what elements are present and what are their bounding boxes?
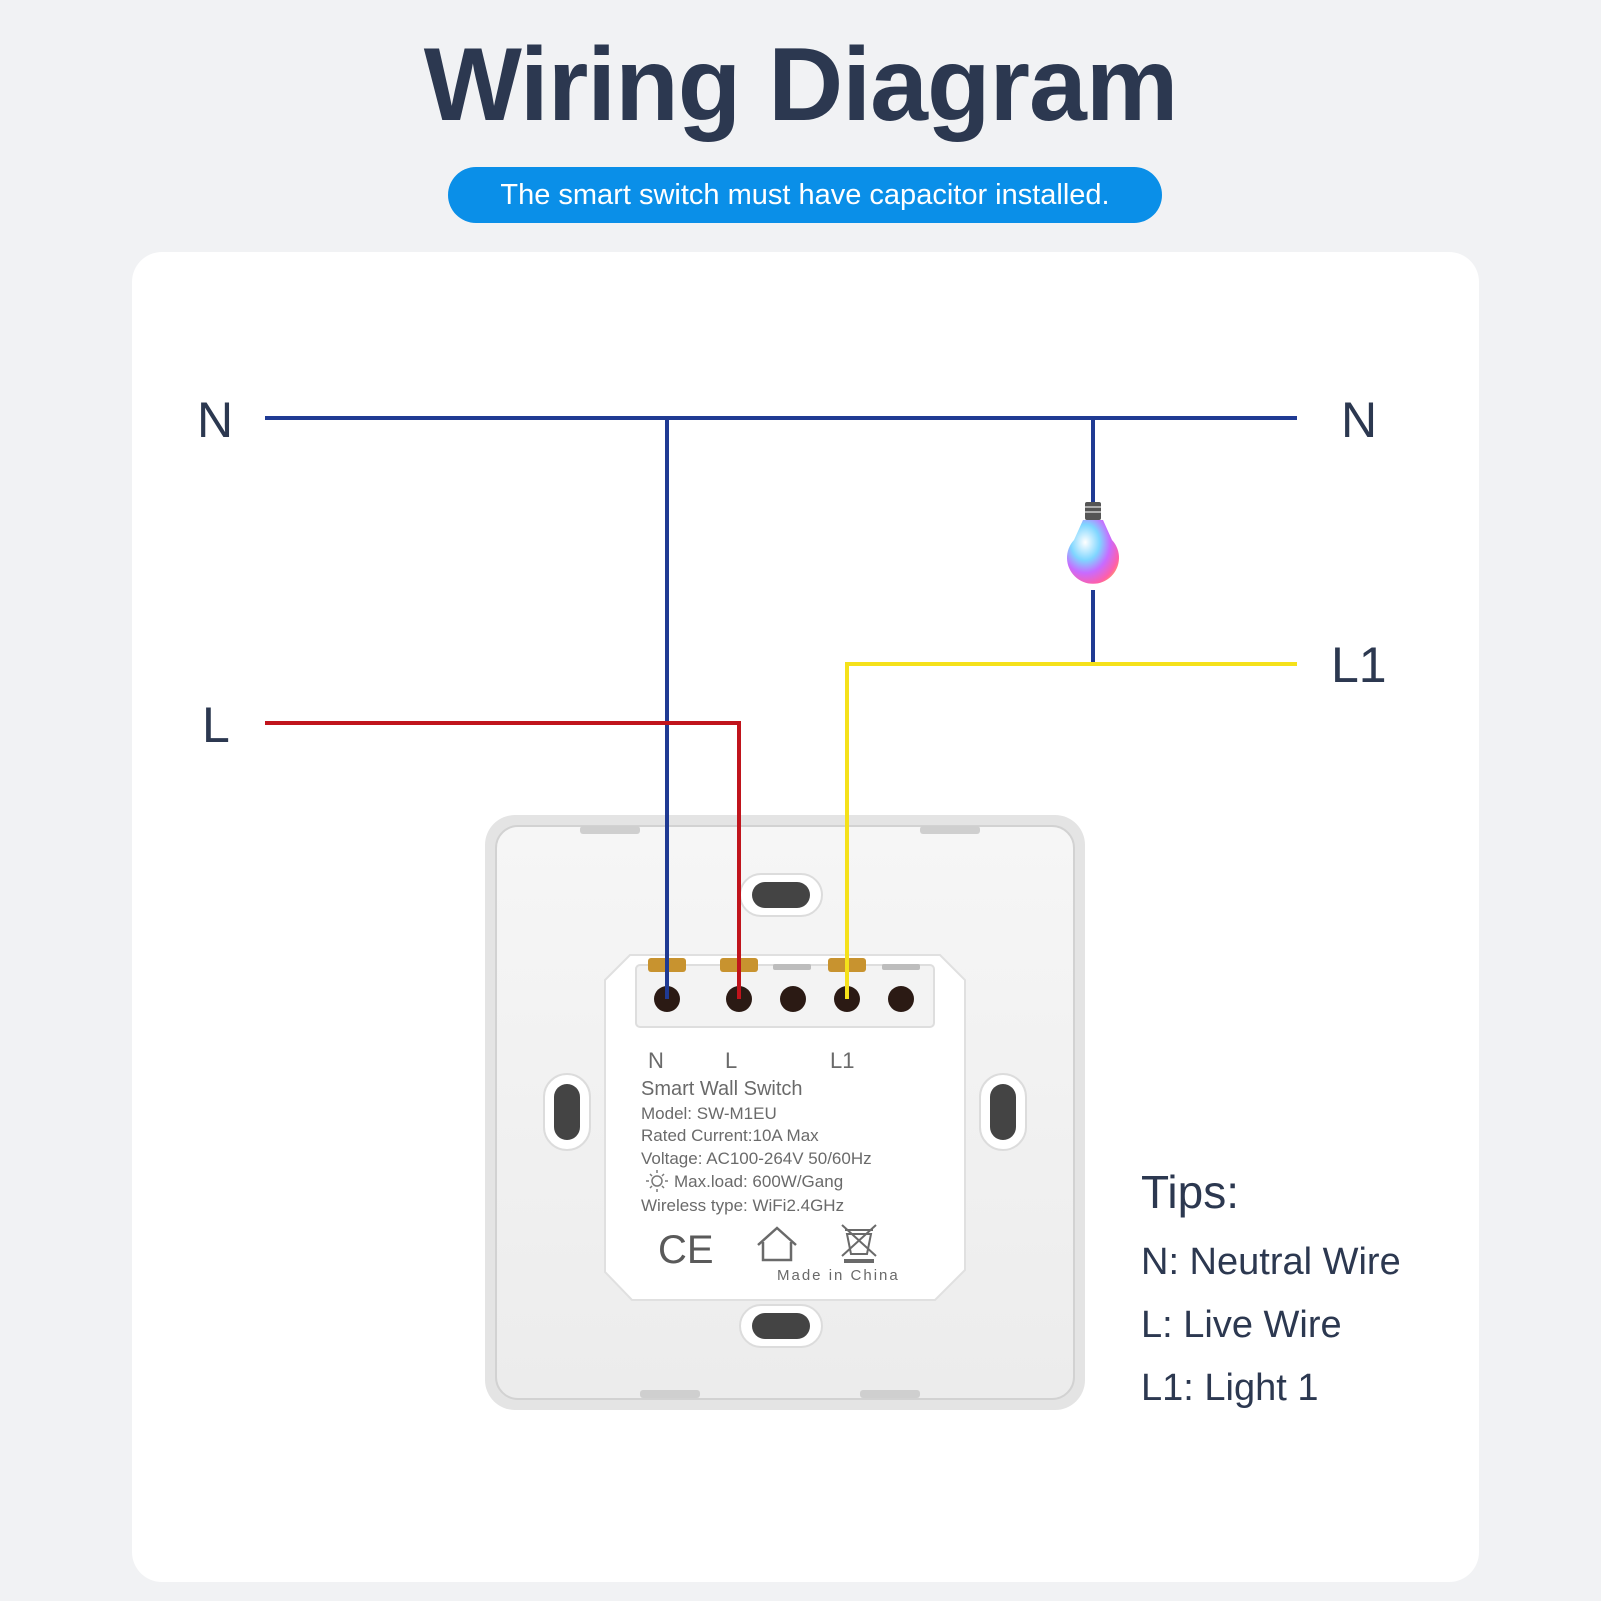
terminal-label-l1: L1 [830, 1048, 854, 1073]
smart-switch-back: N L L1 Smart Wall Switch Model: SW-M1EU … [485, 815, 1085, 1410]
switch-module [604, 954, 966, 1301]
page-title: Wiring Diagram [423, 27, 1179, 143]
spec-model: Model: SW-M1EU [641, 1104, 777, 1123]
capacitor-notice-banner: The smart switch must have capacitor ins… [448, 167, 1162, 223]
spec-voltage: Voltage: AC100-264V 50/60Hz [641, 1149, 872, 1168]
home-icon [757, 1226, 797, 1262]
made-in-china: Made in China [777, 1267, 900, 1284]
mount-slot-bottom-hole [752, 1313, 810, 1339]
terminal-label-n: N [648, 1048, 664, 1073]
wire-label-l1-right: L1 [1331, 637, 1387, 693]
wire-label-n-left: N [197, 392, 234, 448]
wire-label-n-right: N [1341, 392, 1378, 448]
terminal-cover [882, 964, 920, 970]
mount-slot-top-hole [752, 882, 810, 908]
sun-icon [646, 1170, 668, 1192]
wires [265, 416, 1297, 999]
mount-slot-left-hole [554, 1084, 580, 1140]
light-wire-l1 [845, 662, 1297, 999]
ce-mark: CE [658, 1228, 714, 1272]
terminal-hole-3 [780, 986, 806, 1012]
tips-legend: Tips: N: Neutral Wire L: Live Wire L1: L… [1141, 1165, 1401, 1430]
tip-live: L: Live Wire [1141, 1304, 1342, 1346]
spec-wireless: Wireless type: WiFi2.4GHz [641, 1196, 844, 1215]
spec-rated-current: Rated Current:10A Max [641, 1126, 819, 1145]
weee-bin-icon [841, 1224, 877, 1263]
terminal-label-l: L [725, 1048, 737, 1073]
plate-clip [640, 1390, 700, 1398]
terminal-hole-5 [888, 986, 914, 1012]
terminal-cover [773, 964, 811, 970]
tips-title: Tips: [1141, 1166, 1239, 1218]
tip-light: L1: Light 1 [1141, 1367, 1319, 1409]
mount-slot-right-hole [990, 1084, 1016, 1140]
plate-clip [580, 826, 640, 834]
wire-label-l-left: L [202, 697, 230, 753]
plate-clip [860, 1390, 920, 1398]
spec-title: Smart Wall Switch [641, 1078, 803, 1100]
live-wire [265, 721, 741, 999]
spec-max-load: Max.load: 600W/Gang [674, 1172, 843, 1191]
plate-clip [920, 826, 980, 834]
tip-neutral: N: Neutral Wire [1141, 1241, 1401, 1283]
light-bulb-icon [1067, 502, 1119, 584]
